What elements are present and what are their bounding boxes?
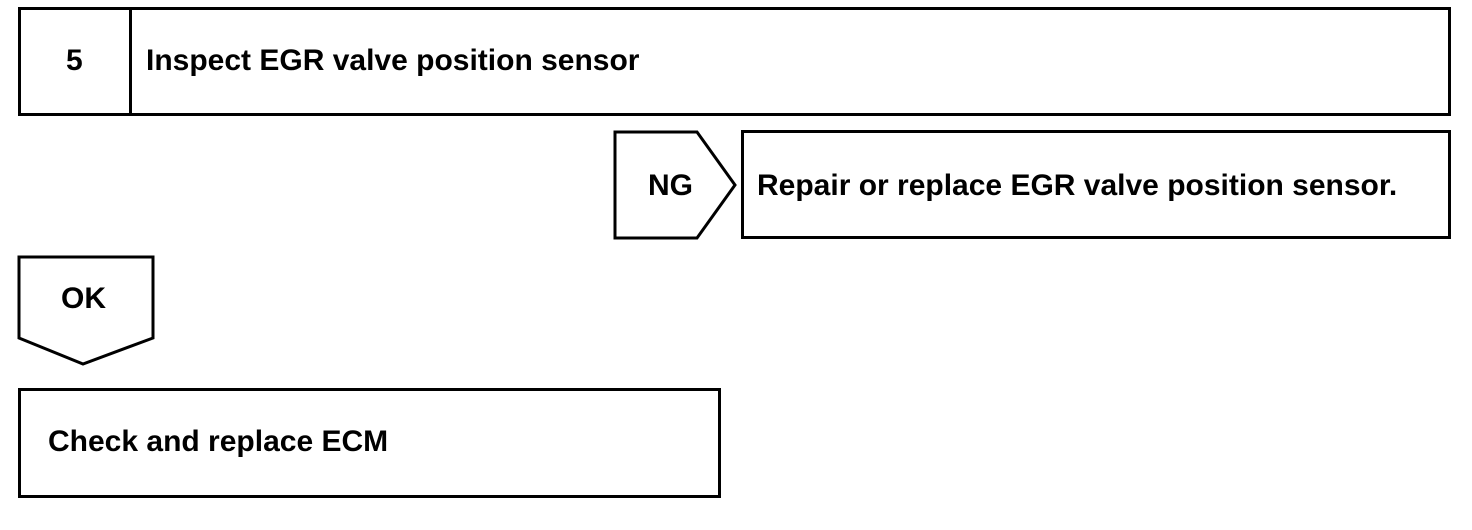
step-title: Inspect EGR valve position sensor (146, 44, 640, 77)
step-header-box (18, 7, 1451, 116)
ng-action-box (741, 130, 1451, 239)
ng-label: NG (648, 169, 693, 202)
step-number-divider (129, 7, 132, 116)
ok-label: OK (61, 282, 106, 315)
ok-action-box (18, 388, 721, 498)
ok-action-text: Check and replace ECM (48, 425, 389, 458)
step-number: 5 (66, 44, 83, 77)
ng-action-text: Repair or replace EGR valve position sen… (757, 169, 1398, 202)
